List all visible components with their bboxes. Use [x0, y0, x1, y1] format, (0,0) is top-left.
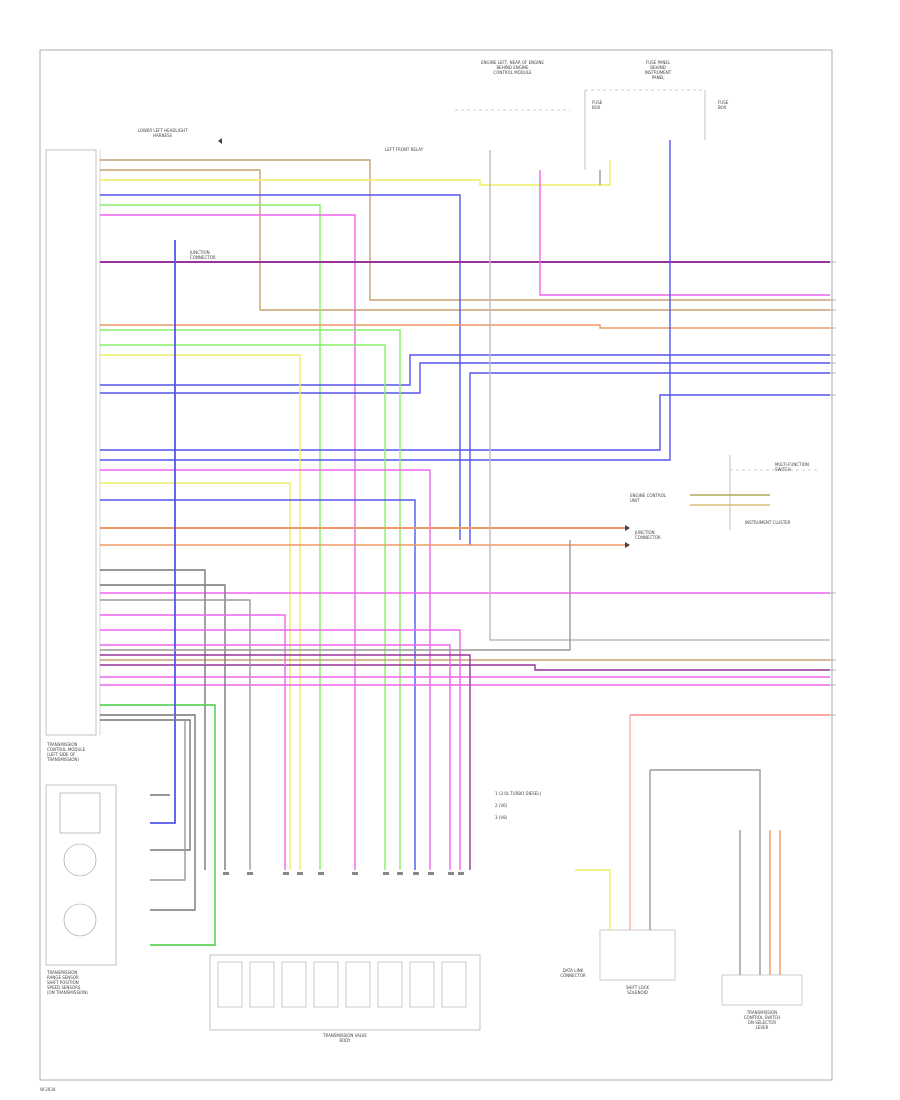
wire-pink-8 — [100, 629, 461, 870]
wire-pink-1 — [100, 214, 356, 870]
wire-gray-8 — [489, 150, 830, 641]
tcm-label: TRANSMISSION CONTROL MODULE (LEFT SIDE O… — [47, 742, 86, 762]
junction-connector-label: JUNCTION CONNECTOR — [190, 250, 216, 260]
wire-gray-6 — [100, 714, 196, 911]
tcm-connector-block — [45, 149, 97, 736]
wire-violet-3 — [100, 654, 471, 870]
instrument-cluster-label: INSTRUMENT CLUSTER — [745, 520, 791, 525]
fuse-box-right-label: FUSE BOX — [718, 100, 729, 110]
wire-gray-9 — [100, 540, 571, 651]
legend-item-2: 2 (V6) — [495, 803, 508, 808]
wire-yellow-4 — [575, 869, 611, 930]
wire-blue-7 — [100, 499, 416, 870]
shift-lock-label: SHIFT LOCK SOLENOID — [625, 985, 650, 995]
wire-blue-2 — [100, 354, 830, 386]
wire-gray-4 — [100, 719, 191, 851]
wire-green-4 — [100, 704, 216, 946]
ecu-connector-label: ENGINE CONTROL UNIT — [630, 493, 667, 503]
wire-blue-4 — [469, 372, 830, 545]
wire-tan-2 — [100, 169, 830, 311]
shift-lock-box — [599, 929, 676, 981]
fuse-box-left-label: FUSE BOX — [592, 100, 603, 110]
wire-blue-3 — [100, 362, 830, 394]
wire-pink-2 — [539, 170, 830, 296]
wire-blue-6 — [100, 394, 830, 451]
wire-green-1 — [100, 204, 321, 870]
diagram-frame — [39, 49, 833, 1081]
wire-violet-2 — [100, 664, 830, 671]
fuse-panel-label: FUSE PANEL BEHIND INSTRUMENT PANEL — [644, 60, 672, 80]
wire-green-2 — [100, 329, 401, 870]
multi-switch-label: MULTI-FUNCTION SWITCH — [775, 462, 809, 472]
wire-gray-2 — [100, 584, 226, 870]
wire-gray-1 — [100, 569, 206, 870]
legend-item-1: 1 (3.0L TURBO DIESEL) — [495, 791, 542, 796]
diagram-footer-code: W-2034 — [40, 1087, 56, 1092]
trans-control-switch-label: TRANSMISSION CONTROL SWITCH ON SELECTOR … — [743, 1010, 781, 1030]
wire-orange-3 — [100, 324, 830, 329]
wire-yellow-2 — [100, 354, 301, 870]
legend-item-3: 3 (V8) — [495, 815, 508, 820]
wire-pink-7 — [100, 614, 286, 870]
ecm-label: ENGINE LEFT, NEAR OF ENGINE BEHIND ENGIN… — [481, 60, 544, 75]
left-relay-label: LEFT FRONT RELAY — [385, 147, 424, 152]
range-sensor-label: TRANSMISSION RANGE SENSOR SHIFT POSITION… — [47, 970, 88, 995]
wire-blue-8 — [150, 240, 176, 824]
junction-connector-2-label: JUNCTION CONNECTOR — [635, 530, 661, 540]
wire-yellow-3 — [100, 482, 291, 870]
wire-blue-1 — [100, 194, 461, 540]
selector-lever-box — [721, 974, 803, 1006]
wire-yellow-1 — [100, 160, 611, 186]
valve-body-block — [209, 954, 481, 1031]
wire-gray-12 — [650, 769, 761, 975]
wire-gray-3 — [100, 599, 251, 870]
wire-blue-5 — [100, 140, 671, 461]
valve-body-label: TRANSMISSION VALVE BODY — [323, 1033, 367, 1043]
legend: 1 (3.0L TURBO DIESEL) 2 (V6) 3 (V8) — [495, 788, 541, 824]
diag-label: DATA LINK CONNECTOR — [560, 968, 586, 978]
lower-left-headlight-label: LOWER LEFT HEADLIGHT HARNESS — [137, 128, 188, 138]
wire-pink-3 — [100, 469, 431, 870]
range-sensor-box — [45, 784, 117, 966]
wire-green-3 — [100, 344, 386, 870]
wire-pink-9 — [100, 644, 451, 870]
wire-tan-1 — [100, 159, 830, 301]
wire-gray-5 — [150, 720, 186, 881]
